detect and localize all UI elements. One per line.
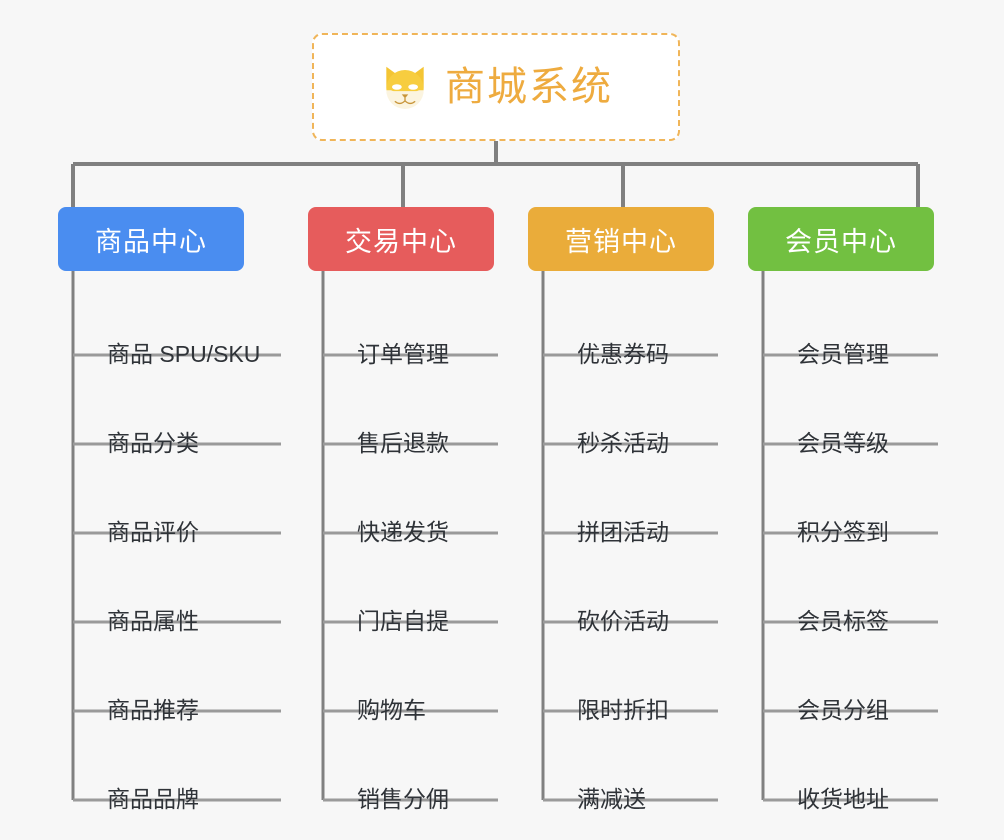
category-label: 交易中心 [345,226,457,257]
category-label: 会员中心 [785,226,897,257]
leaf-item[interactable]: 会员等级 [763,372,979,461]
leaf-item-label: 售后退款 [357,429,449,456]
leaf-column-4: 会员管理会员等级积分签到会员标签会员分组收货地址 [763,283,979,817]
leaf-item-label: 销售分佣 [357,785,449,812]
leaf-item[interactable]: 拼团活动 [543,461,759,550]
leaf-item[interactable]: 秒杀活动 [543,372,759,461]
leaf-item[interactable]: 商品品牌 [73,728,289,817]
category-box-3[interactable]: 营销中心 [528,207,714,271]
leaf-item[interactable]: 商品属性 [73,550,289,639]
leaf-item-label: 商品分类 [107,429,199,456]
leaf-item[interactable]: 商品推荐 [73,639,289,728]
category-box-1[interactable]: 商品中心 [58,207,244,271]
leaf-item-label: 商品推荐 [107,696,199,723]
leaf-item-label: 砍价活动 [577,607,669,634]
leaf-item-label: 会员标签 [797,607,889,634]
leaf-item-label: 优惠券码 [577,340,669,367]
leaf-item-label: 快递发货 [357,518,449,545]
category-box-4[interactable]: 会员中心 [748,207,934,271]
leaf-item-label: 满减送 [577,785,646,812]
leaf-item-label: 商品评价 [107,518,199,545]
leaf-item[interactable]: 售后退款 [323,372,539,461]
category-box-2[interactable]: 交易中心 [308,207,494,271]
leaf-item[interactable]: 销售分佣 [323,728,539,817]
leaf-item-label: 会员分组 [797,696,889,723]
dog-face-icon [386,66,424,109]
leaf-item[interactable]: 砍价活动 [543,550,759,639]
leaf-item-label: 秒杀活动 [577,429,669,456]
leaf-item[interactable]: 会员管理 [763,283,979,372]
leaf-item[interactable]: 购物车 [323,639,539,728]
category-label: 商品中心 [95,226,207,257]
leaf-column-3: 优惠券码秒杀活动拼团活动砍价活动限时折扣满减送 [543,283,759,817]
leaf-item[interactable]: 门店自提 [323,550,539,639]
leaf-item-label: 商品属性 [107,607,199,634]
leaf-item[interactable]: 优惠券码 [543,283,759,372]
leaf-item-label: 会员等级 [797,429,889,456]
category-label: 营销中心 [565,226,677,257]
leaf-item[interactable]: 商品分类 [73,372,289,461]
leaf-item[interactable]: 收货地址 [763,728,979,817]
leaf-item-label: 积分签到 [797,518,889,545]
leaf-item-label: 订单管理 [357,340,449,367]
leaf-item-label: 限时折扣 [577,696,669,723]
leaf-item-label: 拼团活动 [577,518,669,545]
root-title: 商城系统 [445,65,613,109]
leaf-item-label: 会员管理 [797,340,889,367]
root-node[interactable]: 商城系统 [312,33,680,141]
leaf-item[interactable]: 限时折扣 [543,639,759,728]
leaf-item[interactable]: 积分签到 [763,461,979,550]
leaf-item[interactable]: 快递发货 [323,461,539,550]
leaf-item[interactable]: 满减送 [543,728,759,817]
leaf-item-label: 收货地址 [797,785,889,812]
leaf-item[interactable]: 会员标签 [763,550,979,639]
leaf-column-2: 订单管理售后退款快递发货门店自提购物车销售分佣 [323,283,539,817]
leaf-item[interactable]: 商品评价 [73,461,289,550]
leaf-item-label: 商品 SPU/SKU [107,340,261,367]
leaf-item[interactable]: 会员分组 [763,639,979,728]
leaf-column-1: 商品 SPU/SKU 商品分类商品评价商品属性商品推荐商品品牌 [73,283,289,817]
leaf-item-label: 商品品牌 [107,785,199,812]
leaf-item-label: 门店自提 [357,607,449,634]
leaf-item[interactable]: 订单管理 [323,283,539,372]
leaf-item-label: 购物车 [357,696,426,723]
leaf-item[interactable]: 商品 SPU/SKU [73,283,289,372]
